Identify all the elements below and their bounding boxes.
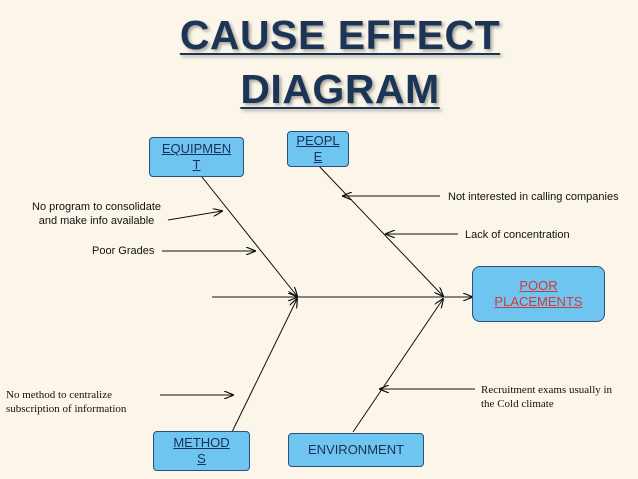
cause-no-method: No method to centralize subscription of … bbox=[6, 388, 126, 416]
cause-not-interested: Not interested in calling companies bbox=[448, 191, 619, 203]
category-people-line2: E bbox=[313, 149, 323, 164]
cause-no-method-line1: No method to centralize bbox=[6, 389, 112, 401]
category-people: PEOPL E bbox=[287, 131, 349, 167]
effect-line1: POOR bbox=[519, 278, 558, 293]
cause-no-program-line1: No program to consolidate bbox=[32, 201, 162, 213]
bone-methods bbox=[231, 299, 297, 433]
title-line-2: DIAGRAM bbox=[240, 66, 440, 112]
effect-line2: PLACEMENTS bbox=[494, 294, 583, 309]
category-equipment-line1: EQUIPMEN bbox=[161, 141, 232, 156]
cause-recruitment-line1: Recruitment exams usually in bbox=[481, 384, 613, 396]
title-line-1: CAUSE EFFECT bbox=[179, 12, 501, 58]
cause-recruitment: Recruitment exams usually in the Cold cl… bbox=[481, 383, 612, 411]
bone-people bbox=[317, 164, 443, 296]
category-methods-line1: METHOD bbox=[173, 435, 230, 450]
effect-box: POOR PLACEMENTS bbox=[472, 266, 605, 322]
category-methods: METHOD S bbox=[153, 431, 250, 471]
bone-environment bbox=[352, 299, 443, 433]
cause-no-program-line2: and make info available bbox=[38, 215, 155, 227]
cause-recruitment-line2: the Cold climate bbox=[481, 398, 554, 410]
cause-lack-concentration: Lack of concentration bbox=[465, 229, 570, 241]
cause-arrow-no-program bbox=[167, 211, 222, 221]
bone-equipment bbox=[197, 171, 297, 296]
cause-no-method-line2: subscription of information bbox=[6, 403, 127, 415]
category-equipment-line2: T bbox=[192, 157, 201, 172]
category-equipment: EQUIPMEN T bbox=[149, 137, 244, 177]
cause-no-program: No program to consolidate and make info … bbox=[32, 200, 161, 228]
category-environment: ENVIRONMENT bbox=[288, 433, 424, 467]
cause-poor-grades: Poor Grades bbox=[92, 245, 155, 257]
category-methods-line2: S bbox=[197, 451, 206, 466]
category-people-line1: PEOPL bbox=[296, 133, 340, 148]
category-environment-line1: ENVIRONMENT bbox=[307, 442, 405, 457]
